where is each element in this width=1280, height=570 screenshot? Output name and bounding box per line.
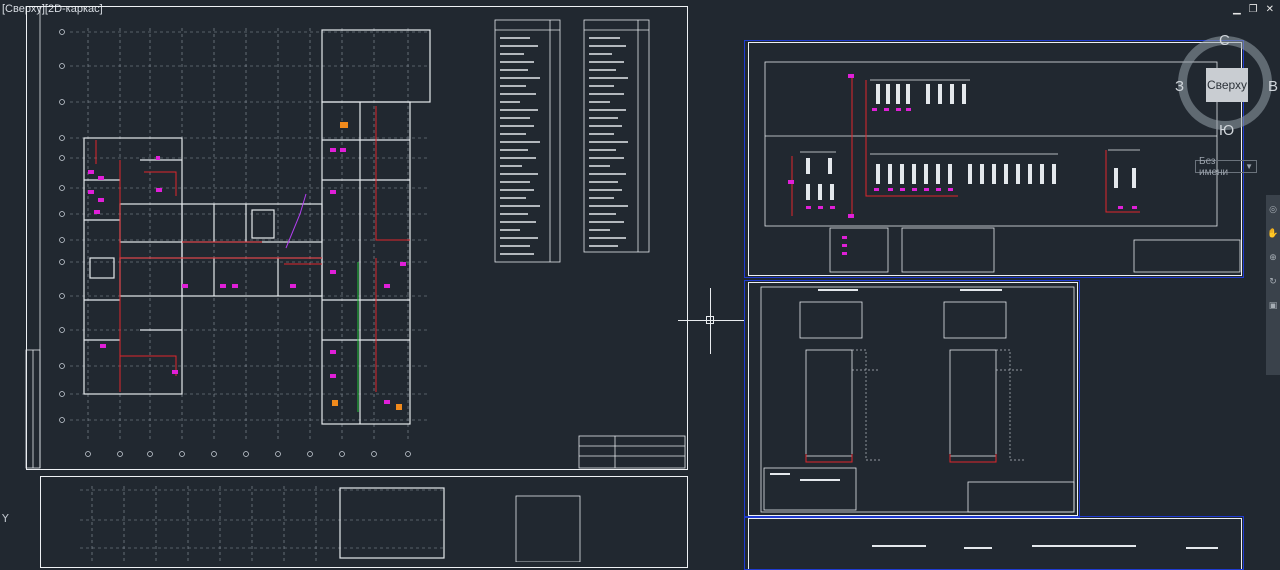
schematic-bottom-marks [872,545,1218,549]
orbit-icon[interactable]: ↻ [1269,277,1277,287]
sheet-1-side-strip [25,6,41,469]
viewcube-compass-ring[interactable] [1178,36,1272,130]
power-wiring [95,106,410,392]
navigation-bar[interactable]: ◎ ✋ ⊕ ↻ ▣ [1266,195,1280,375]
viewcube-top-face[interactable]: Сверху [1206,68,1248,102]
ucs-dropdown-value: Без имени [1199,155,1229,178]
schematic-top-breakers [806,84,1136,200]
viewcube[interactable]: Сверху С Ю З В [1175,32,1280,139]
schematic-top-wiring [791,78,1140,216]
schematic-middle-frames [760,286,1075,513]
electrical-devices [88,148,406,404]
compass-east[interactable]: В [1268,78,1279,95]
restore-icon[interactable]: ❐ [1248,4,1258,15]
cursor-pickbox [706,316,714,324]
sheet-floor-plan-1[interactable] [26,6,688,470]
floor-plan-2-grid [80,486,446,562]
sheet-schematic-top[interactable] [748,42,1242,276]
minimize-icon[interactable]: ▁ [1232,4,1241,15]
legend-table-1 [494,19,650,263]
schematic-middle-cables [852,349,1024,461]
sheet-schematic-middle-frame [744,280,1080,518]
ucs-icon: Y [2,512,9,525]
zoom-icon[interactable]: ⊕ [1269,253,1277,263]
legend-table-2 [515,495,581,562]
floor-plan-2-room [339,487,445,559]
close-icon[interactable]: ✕ [1265,4,1274,15]
schematic-top-frames [764,61,1241,273]
viewport-window-controls: ▁ ❐ ✕ [1233,4,1274,15]
showmotion-icon[interactable]: ▣ [1268,301,1278,311]
orange-devices [332,122,402,410]
purple-wire [285,193,307,249]
steering-wheel-icon[interactable]: ◎ [1269,205,1277,215]
schematic-middle-title-bars [770,289,1002,481]
building-walls [83,29,431,425]
compass-south[interactable]: Ю [1219,122,1235,139]
grid-axis-markers [59,29,411,457]
sheet-schematic-top-frame [744,40,1244,278]
ucs-dropdown[interactable]: Без имени ▼ [1195,156,1257,178]
pan-icon[interactable]: ✋ [1267,229,1279,239]
cursor-crosshair-vertical [710,288,711,354]
legend-table-1-rows [500,37,628,255]
schematic-top-devices [788,74,1137,255]
sheet-schematic-middle[interactable] [748,282,1078,516]
schematic-middle-wiring [805,454,997,463]
title-block-1 [578,435,686,469]
compass-west[interactable]: З [1175,78,1185,95]
cursor-crosshair-horizontal [678,320,744,321]
schematic-top-busbars [800,79,1140,155]
compass-north[interactable]: С [1219,32,1230,49]
chevron-down-icon: ▼ [1245,162,1253,171]
